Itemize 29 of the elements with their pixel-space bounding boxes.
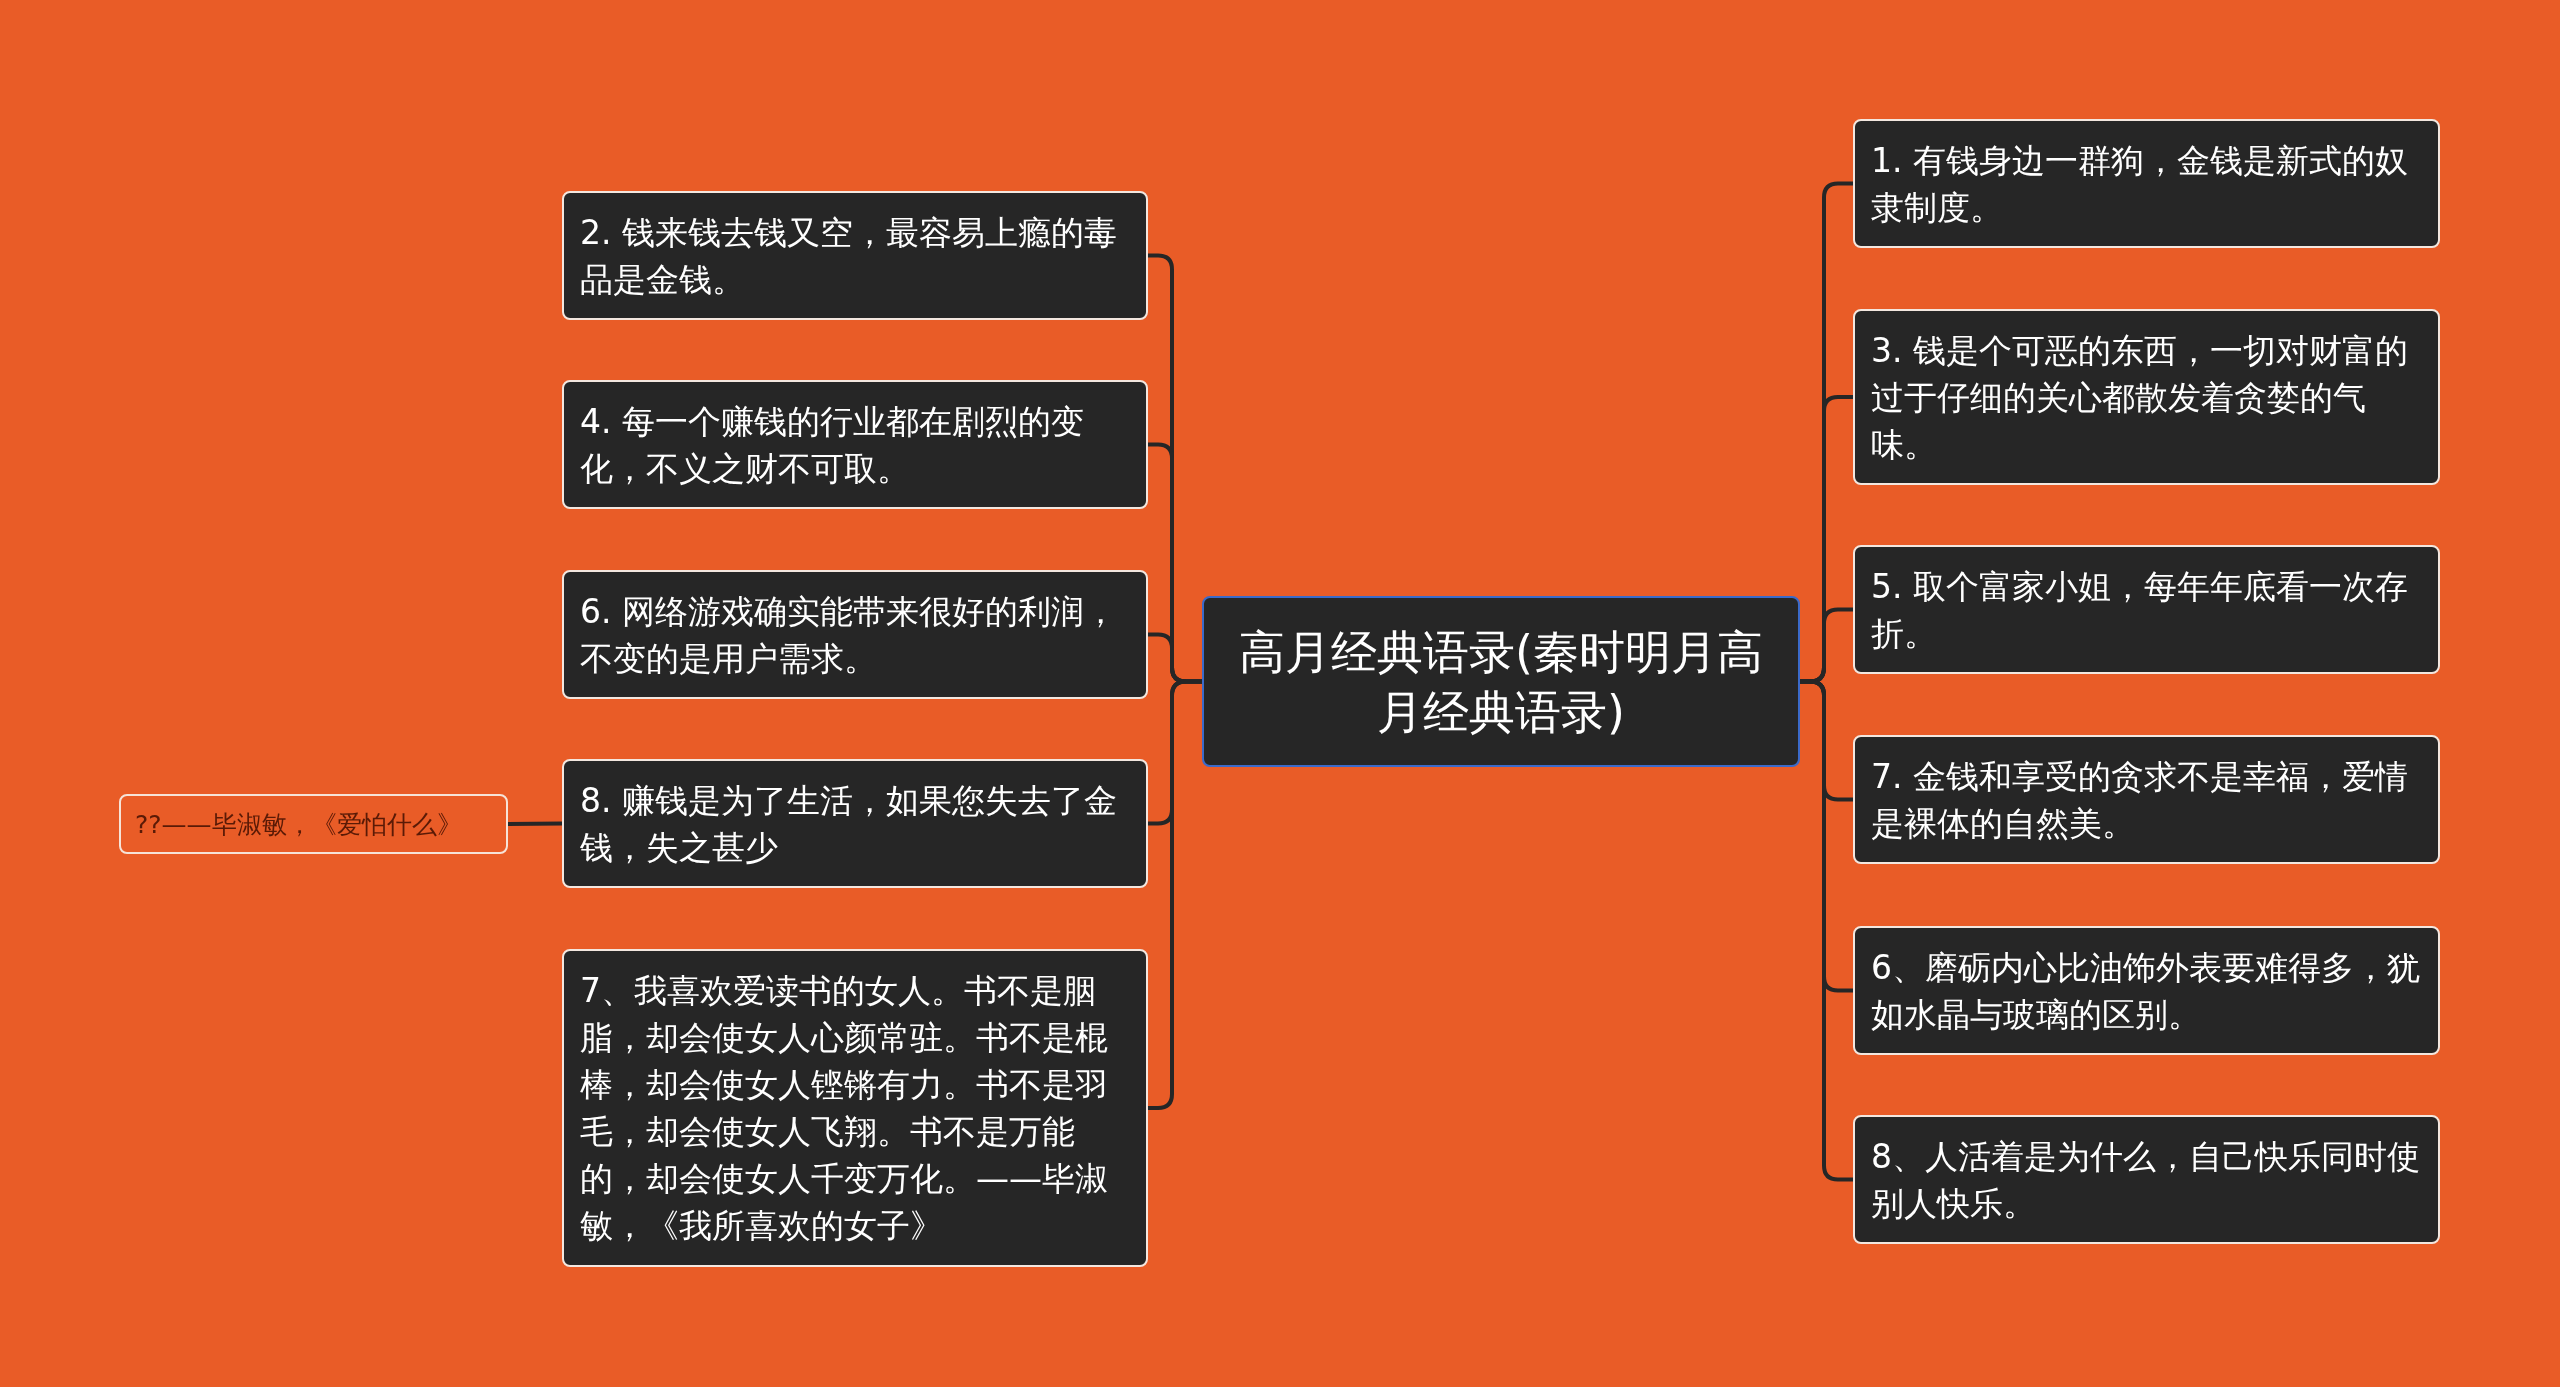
quote-text: 5. 取个富家小姐，每年年底看一次存折。 [1871,565,2409,655]
quote-text: 3. 钱是个可恶的东西，一切对财富的过于仔细的关心都散发着贪婪的气味。 [1871,329,2409,466]
source-note-box [119,794,508,854]
quote-text: ??——毕淑敏，《爱怕什么》 [135,808,462,841]
quote-text: 8、人活着是为什么，自己快乐同时使别人快乐。 [1871,1135,2421,1225]
quote-text: 6. 网络游戏确实能带来很好的利润，不变的是用户需求。 [580,590,1118,680]
quote-text: 6、磨砺内心比油饰外表要难得多，犹如水晶与玻璃的区别。 [1871,946,2421,1036]
quote-box [1853,926,2440,1055]
connector-line [1148,679,1202,1110]
quote-box [562,759,1148,888]
quote-box [1853,119,2440,248]
quote-box [562,949,1148,1267]
central-topic-box [1202,596,1800,767]
topic-text: 高月经典语录(秦时明月高月经典语录) [1238,623,1764,741]
quote-box [1853,1115,2440,1244]
quote-box [562,570,1148,699]
quote-text: 7、我喜欢爱读书的女人。书不是胭脂，却会使女人心颜常驻。书不是棍棒，却会使女人铿锵有力。书不是羽毛，却会使女人飞翔。书不是万能的，却会使女人千变万化。——毕淑敏，《我所喜欢的女子》 [580,970,1109,1247]
quote-text: 2. 钱来钱去钱又空，最容易上瘾的毒品是金钱。 [580,211,1118,301]
quote-box [1853,309,2440,485]
quote-box [1853,545,2440,674]
quote-text: 4. 每一个赚钱的行业都在剧烈的变化，不义之财不可取。 [580,400,1085,490]
quote-box [562,380,1148,509]
quote-box [1853,735,2440,864]
connector-line [507,821,563,826]
quote-box [562,191,1148,320]
quote-text: 7. 金钱和享受的贪求不是幸福，爱情是裸体的自然美。 [1871,755,2409,845]
quote-text: 1. 有钱身边一群狗，金钱是新式的奴隶制度。 [1871,139,2409,229]
connector-line [1800,679,1853,1182]
quote-text: 8. 赚钱是为了生活，如果您失去了金钱，失之甚少 [580,779,1118,869]
